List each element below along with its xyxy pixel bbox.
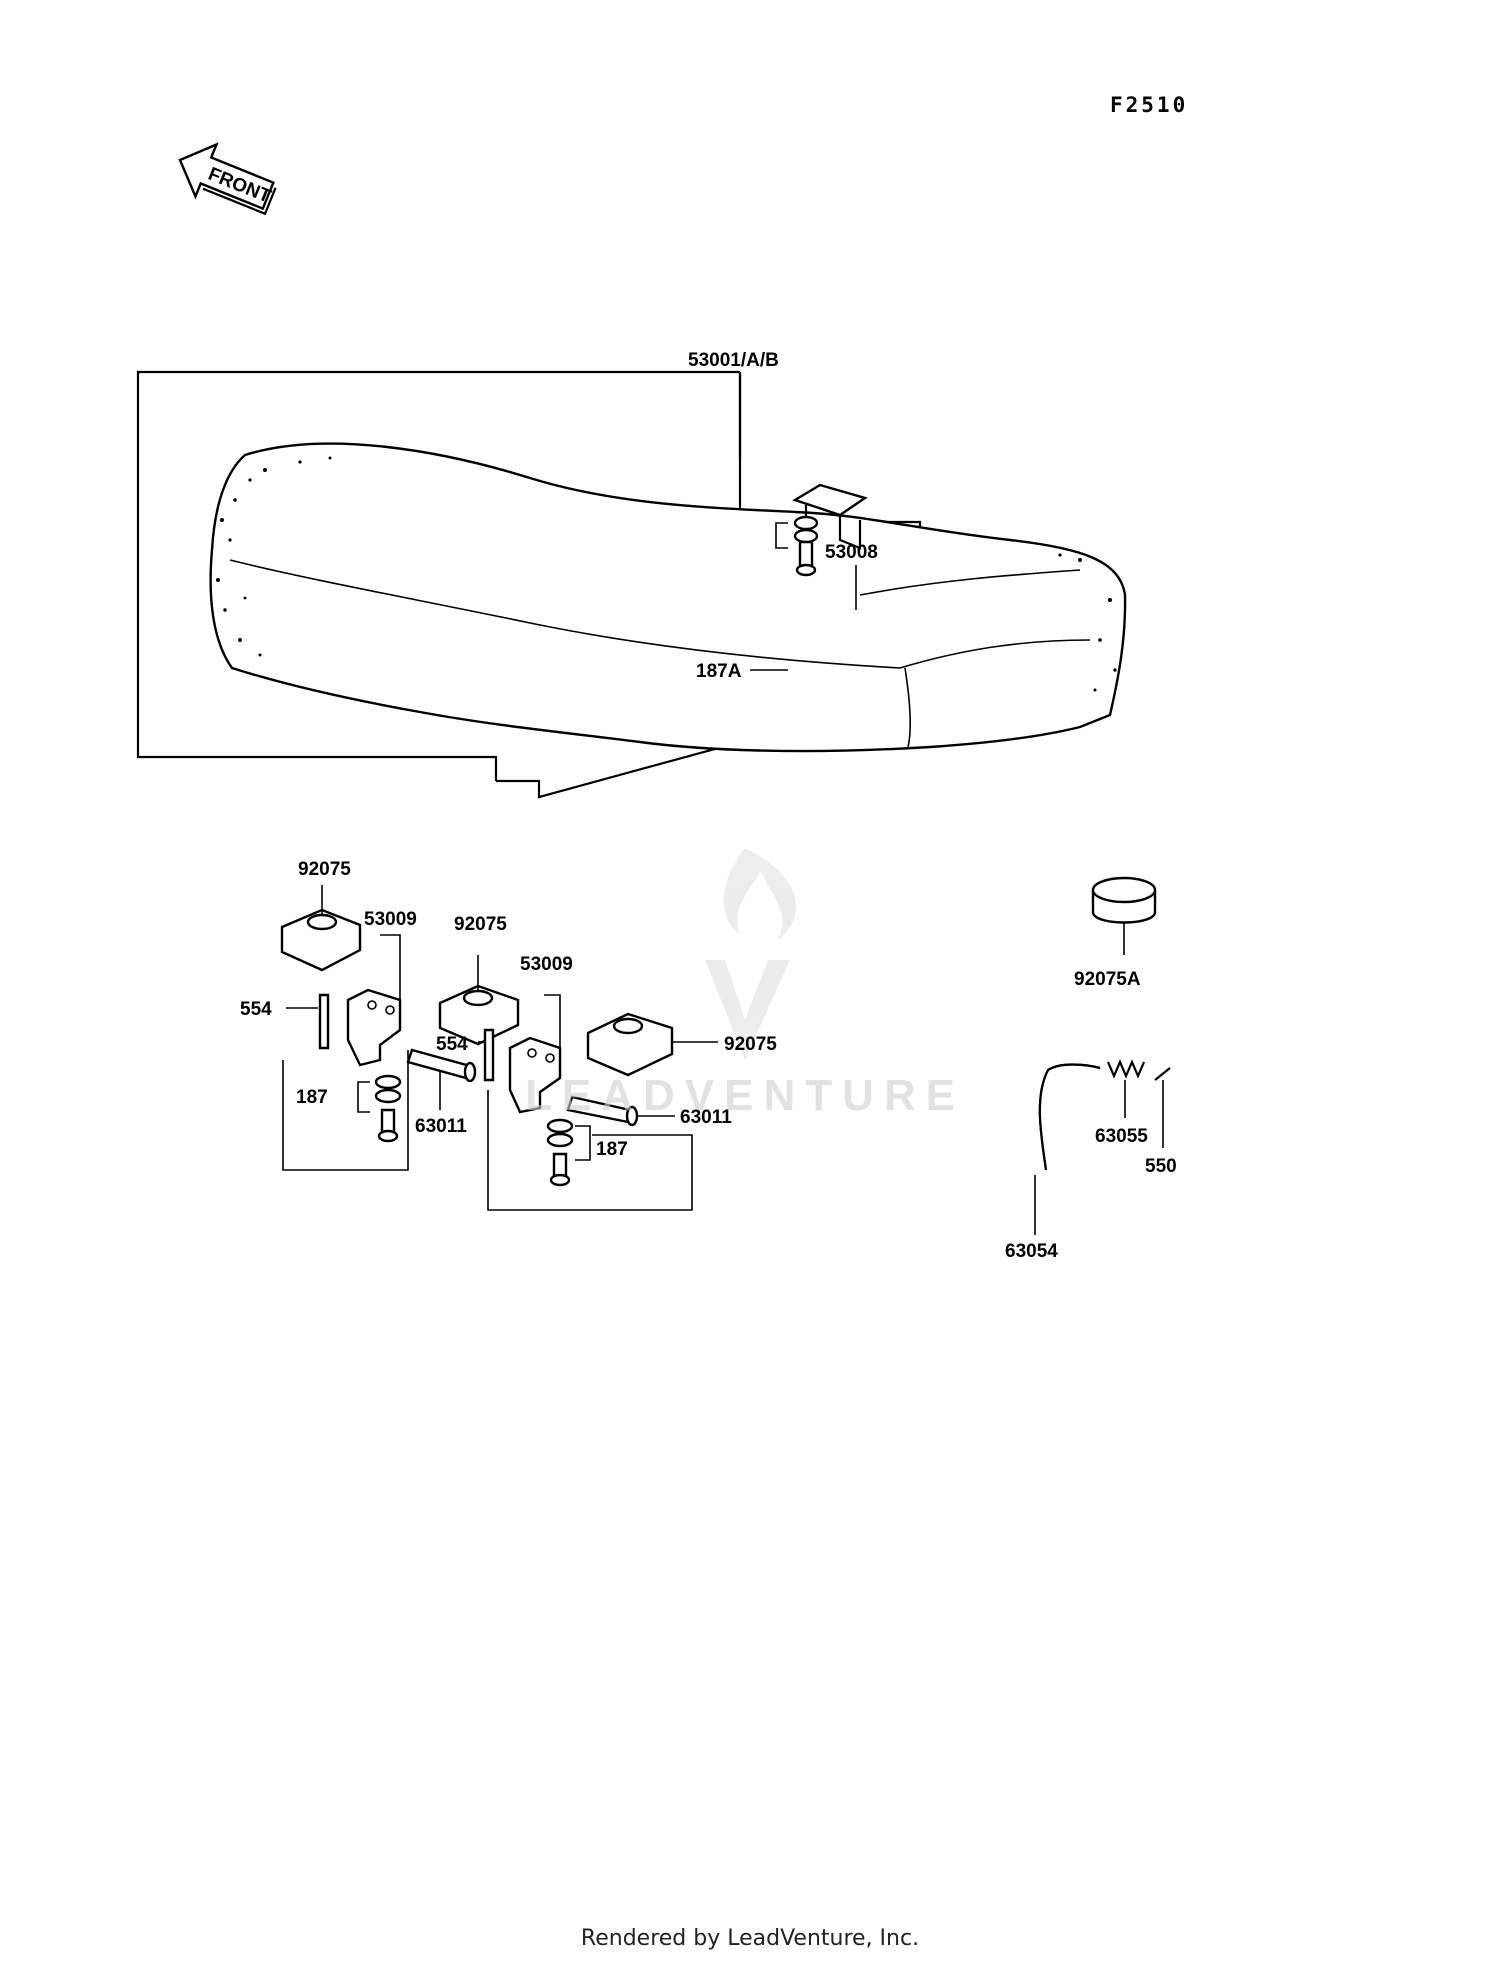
watermark-text: LEADVENTURE — [525, 1071, 965, 1120]
label-cotter-pin: 550 — [1145, 1156, 1177, 1177]
label-bolt-hook: 187A — [696, 661, 742, 682]
label-hook-bracket: 53008 — [825, 542, 878, 563]
diagram-code: F2510 — [1110, 93, 1188, 117]
label-hinge-left: 53009 — [364, 909, 417, 930]
label-shaft-left: 63011 — [415, 1116, 467, 1137]
seat-cushion — [209, 442, 1127, 753]
label-bolt-right: 187 — [596, 1139, 628, 1160]
lock-rod — [1034, 1063, 1101, 1235]
hinge-left — [346, 934, 402, 1067]
bolt-left — [282, 1050, 409, 1171]
damper-right — [586, 1012, 718, 1077]
damper-mid — [438, 955, 520, 1046]
bolt-right — [487, 1090, 693, 1211]
pin-right — [478, 1028, 495, 1082]
label-bolt-left: 187 — [296, 1087, 328, 1108]
label-damper-left: 92075 — [298, 859, 351, 880]
seat-stipple — [216, 456, 1117, 692]
label-seat-assembly: 53001/A/B — [688, 350, 779, 371]
watermark-logo — [705, 848, 797, 1060]
label-damper-round: 92075A — [1074, 969, 1141, 990]
label-hinge-right: 53009 — [520, 954, 573, 975]
hinge-right — [508, 994, 562, 1114]
label-pin-right: 554 — [436, 1034, 468, 1055]
part-labels: 53001/A/B 53008 187A 92075 53009 92075 5… — [240, 350, 1177, 1262]
bolt-hook — [775, 515, 819, 577]
cotter-pin — [1154, 1067, 1171, 1148]
pin-left — [286, 993, 330, 1050]
footer-credit: Rendered by LeadVenture, Inc. — [580, 1926, 920, 1951]
damper-round — [1091, 876, 1157, 955]
label-shaft-right: 63011 — [680, 1107, 732, 1128]
damper-left — [280, 885, 362, 972]
label-damper-mid: 92075 — [454, 914, 507, 935]
label-pin-left: 554 — [240, 999, 272, 1020]
spring — [1106, 1059, 1146, 1118]
shaft-right — [566, 1095, 675, 1127]
label-damper-right: 92075 — [724, 1034, 777, 1055]
label-spring: 63055 — [1095, 1126, 1148, 1147]
front-arrow-icon: FRONT — [178, 142, 277, 216]
label-lock-rod: 63054 — [1005, 1241, 1058, 1262]
shaft-left — [406, 1048, 477, 1110]
